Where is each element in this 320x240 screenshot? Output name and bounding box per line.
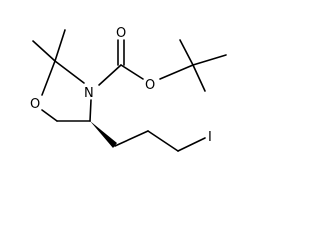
atom-ring-nitrogen: N [84,86,94,101]
bond-tbu-methyl-2 [192,54,227,66]
bond-ring-o-c2 [41,60,56,96]
bond-c2-methyl-2 [54,29,66,62]
bond-ring-n-c4 [89,99,92,122]
bond-chain-1 [114,130,149,147]
atom-iodine: I [208,130,212,145]
bond-chain-2 [147,130,179,152]
atom-ring-oxygen: O [30,97,40,112]
bond-ester-o-tbu [159,64,194,80]
wedge-bond-c4-chain [90,121,117,148]
structure-canvas: O N O O I [30,26,227,152]
bond-tbu-methyl-1 [179,39,194,66]
bond-ring-c2-n [54,60,85,84]
bond-tbu-methyl-3 [192,64,206,92]
bond-ring-c5-o [41,109,58,122]
atom-ester-oxygen: O [145,78,155,93]
bond-n-carbonyl-c [98,64,122,86]
molecule-structure: O N O O I [30,26,227,152]
bond-carbonyl-ester-o [120,64,144,80]
bond-c2-methyl-1 [32,40,56,62]
atom-carbonyl-oxygen: O [116,26,126,41]
bond-chain-3 [177,137,206,152]
